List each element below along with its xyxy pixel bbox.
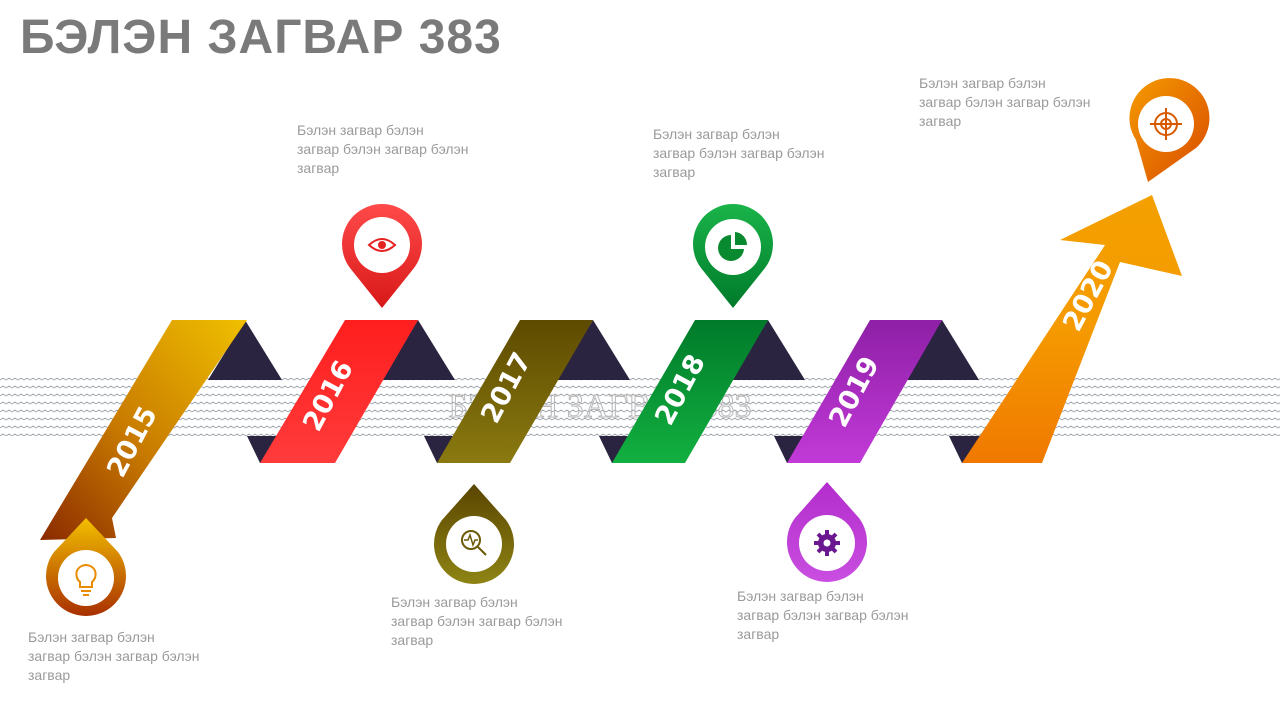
ribbon-segment-2016 bbox=[260, 320, 418, 463]
magnifier-pulse-icon bbox=[461, 530, 487, 556]
pin-2016 bbox=[342, 204, 422, 308]
year-label-2020: 2020 bbox=[1057, 256, 1120, 337]
fold-top-5 bbox=[905, 320, 979, 380]
target-icon bbox=[1150, 108, 1182, 140]
ribbon-arrow-2020 bbox=[962, 195, 1182, 463]
fold-top-4 bbox=[731, 320, 805, 380]
eye-icon bbox=[367, 238, 397, 252]
pin-2019 bbox=[787, 482, 867, 582]
page-title: БЭЛЭН ЗАГВАР 383 bbox=[20, 11, 502, 64]
pie-chart-icon bbox=[718, 232, 748, 261]
ribbon-segment-2015 bbox=[40, 320, 247, 540]
fold-top-3 bbox=[556, 320, 630, 380]
pin-2020 bbox=[1129, 78, 1210, 182]
ribbon-segment-2019 bbox=[787, 320, 942, 463]
gear-icon bbox=[814, 530, 840, 556]
pin-2015 bbox=[45, 518, 126, 616]
pin-2017 bbox=[434, 484, 514, 584]
fold-top-1 bbox=[208, 320, 282, 380]
ribbon-segment-2017 bbox=[437, 320, 593, 463]
pin-2018 bbox=[693, 204, 774, 308]
ribbon-segment-2018 bbox=[612, 320, 768, 463]
lightbulb-icon bbox=[75, 563, 97, 596]
fold-top-2 bbox=[381, 320, 455, 380]
